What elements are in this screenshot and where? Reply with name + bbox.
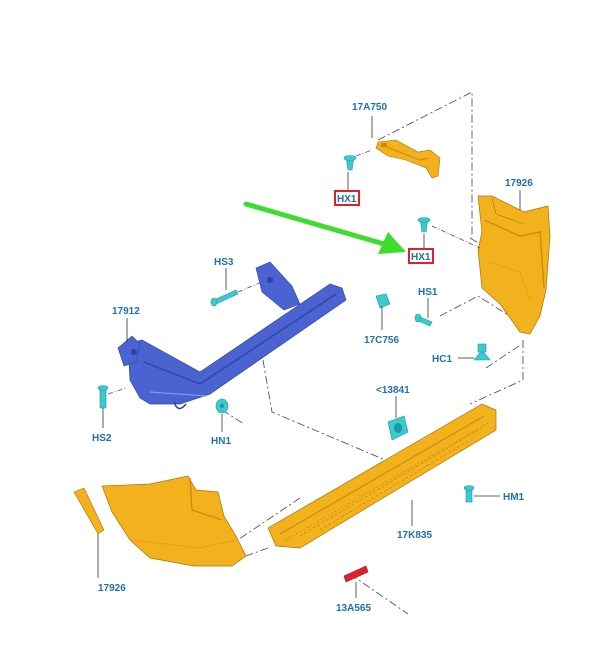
bracket-17c756[interactable]	[375, 293, 391, 309]
corner-cover-right[interactable]	[477, 195, 551, 335]
bracket-17a750[interactable]	[375, 139, 441, 179]
reinforcement-beam-17912[interactable]	[117, 261, 347, 410]
callout-17926-left: 17926	[98, 583, 126, 594]
highlight-box-hx1-top	[334, 190, 360, 206]
reflector-13a565[interactable]	[343, 565, 369, 583]
push-pin-clip-icon	[417, 217, 481, 249]
phantom-lines	[207, 91, 524, 615]
push-pin-clip-icon	[473, 343, 491, 361]
callout-hx1-top: HX1	[337, 194, 357, 205]
callout-hn1: HN1	[211, 436, 231, 447]
callout-hs1: HS1	[418, 287, 438, 298]
callout-hs2: HS2	[92, 433, 112, 444]
corner-cover-left[interactable]	[73, 475, 247, 567]
push-pin-clip-icon	[463, 485, 475, 503]
callout-17k835: 17K835	[397, 530, 432, 541]
callout-17926-right: 17926	[505, 178, 533, 189]
push-pin-clip-icon	[215, 398, 229, 414]
callout-labels: 17A750 HX1 17926 HX1 HS3 HS1 17912 17C75…	[92, 102, 533, 614]
push-pin-clip-icon	[97, 385, 127, 409]
callout-hs3: HS3	[214, 257, 234, 268]
callout-hc1: HC1	[432, 354, 452, 365]
step-pad-17k835[interactable]	[267, 403, 497, 549]
callout-hx1-mid: HX1	[411, 252, 431, 263]
callout-hm1: HM1	[503, 492, 525, 503]
highlight-box-hx1-mid	[408, 248, 434, 264]
callout-13a565: 13A565	[336, 603, 371, 614]
push-pin-clip-icon	[414, 313, 433, 327]
callout-17c756: 17C756	[364, 335, 399, 346]
green-arrow-icon	[243, 201, 406, 254]
callout-13841: <13841	[376, 385, 410, 396]
push-pin-clip-icon	[343, 149, 373, 171]
push-pin-clip-icon	[210, 281, 263, 307]
callout-17a750: 17A750	[352, 102, 387, 113]
push-pin-clip-icon	[387, 415, 409, 441]
callout-17912: 17912	[112, 306, 140, 317]
